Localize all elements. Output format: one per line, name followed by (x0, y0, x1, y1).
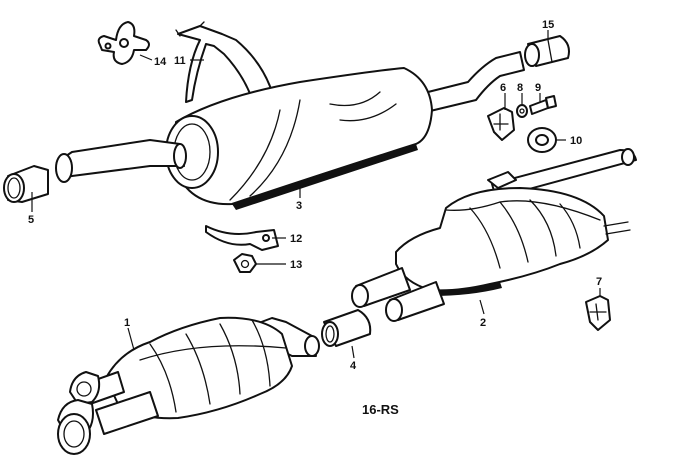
sleeve-part-5 (3, 165, 49, 203)
callout-12: 12 (290, 233, 302, 245)
callout-9: 9 (535, 82, 541, 94)
callout-13: 13 (290, 259, 302, 271)
callout-4: 4 (350, 360, 357, 372)
callout-7: 7 (596, 276, 602, 288)
callout-14: 14 (154, 56, 167, 68)
hanger-bracket-part-12 (205, 225, 279, 251)
bolt-part-9 (529, 95, 557, 115)
callout-5: 5 (28, 214, 34, 226)
callout-15: 15 (542, 19, 554, 31)
callout-1: 1 (124, 317, 130, 329)
bracket-part-7 (585, 295, 611, 331)
nut-part-13 (233, 253, 257, 273)
leader-lines (31, 30, 601, 359)
callout-6: 6 (500, 82, 506, 94)
bracket-part-6 (487, 107, 515, 141)
callout-2: 2 (480, 317, 486, 329)
rubber-mount-part-10 (527, 127, 557, 153)
sleeve-part-15 (524, 35, 570, 67)
callout-8: 8 (517, 82, 523, 94)
callout-10: 10 (570, 135, 582, 147)
callout-11: 11 (174, 55, 186, 67)
middle-silencer-part-2 (351, 148, 637, 322)
rear-muffler-part-3 (55, 51, 525, 210)
diagram-code: 16-RS (362, 402, 399, 417)
rubber-hanger-part-14 (97, 21, 150, 65)
sleeve-part-4 (321, 309, 372, 347)
washer-part-8 (516, 104, 528, 118)
callout-labels: 14 11 15 6 8 9 10 3 5 12 13 7 2 4 1 16-R… (28, 19, 602, 417)
catalytic-converter-part-1 (57, 316, 320, 455)
callout-3: 3 (296, 200, 302, 212)
